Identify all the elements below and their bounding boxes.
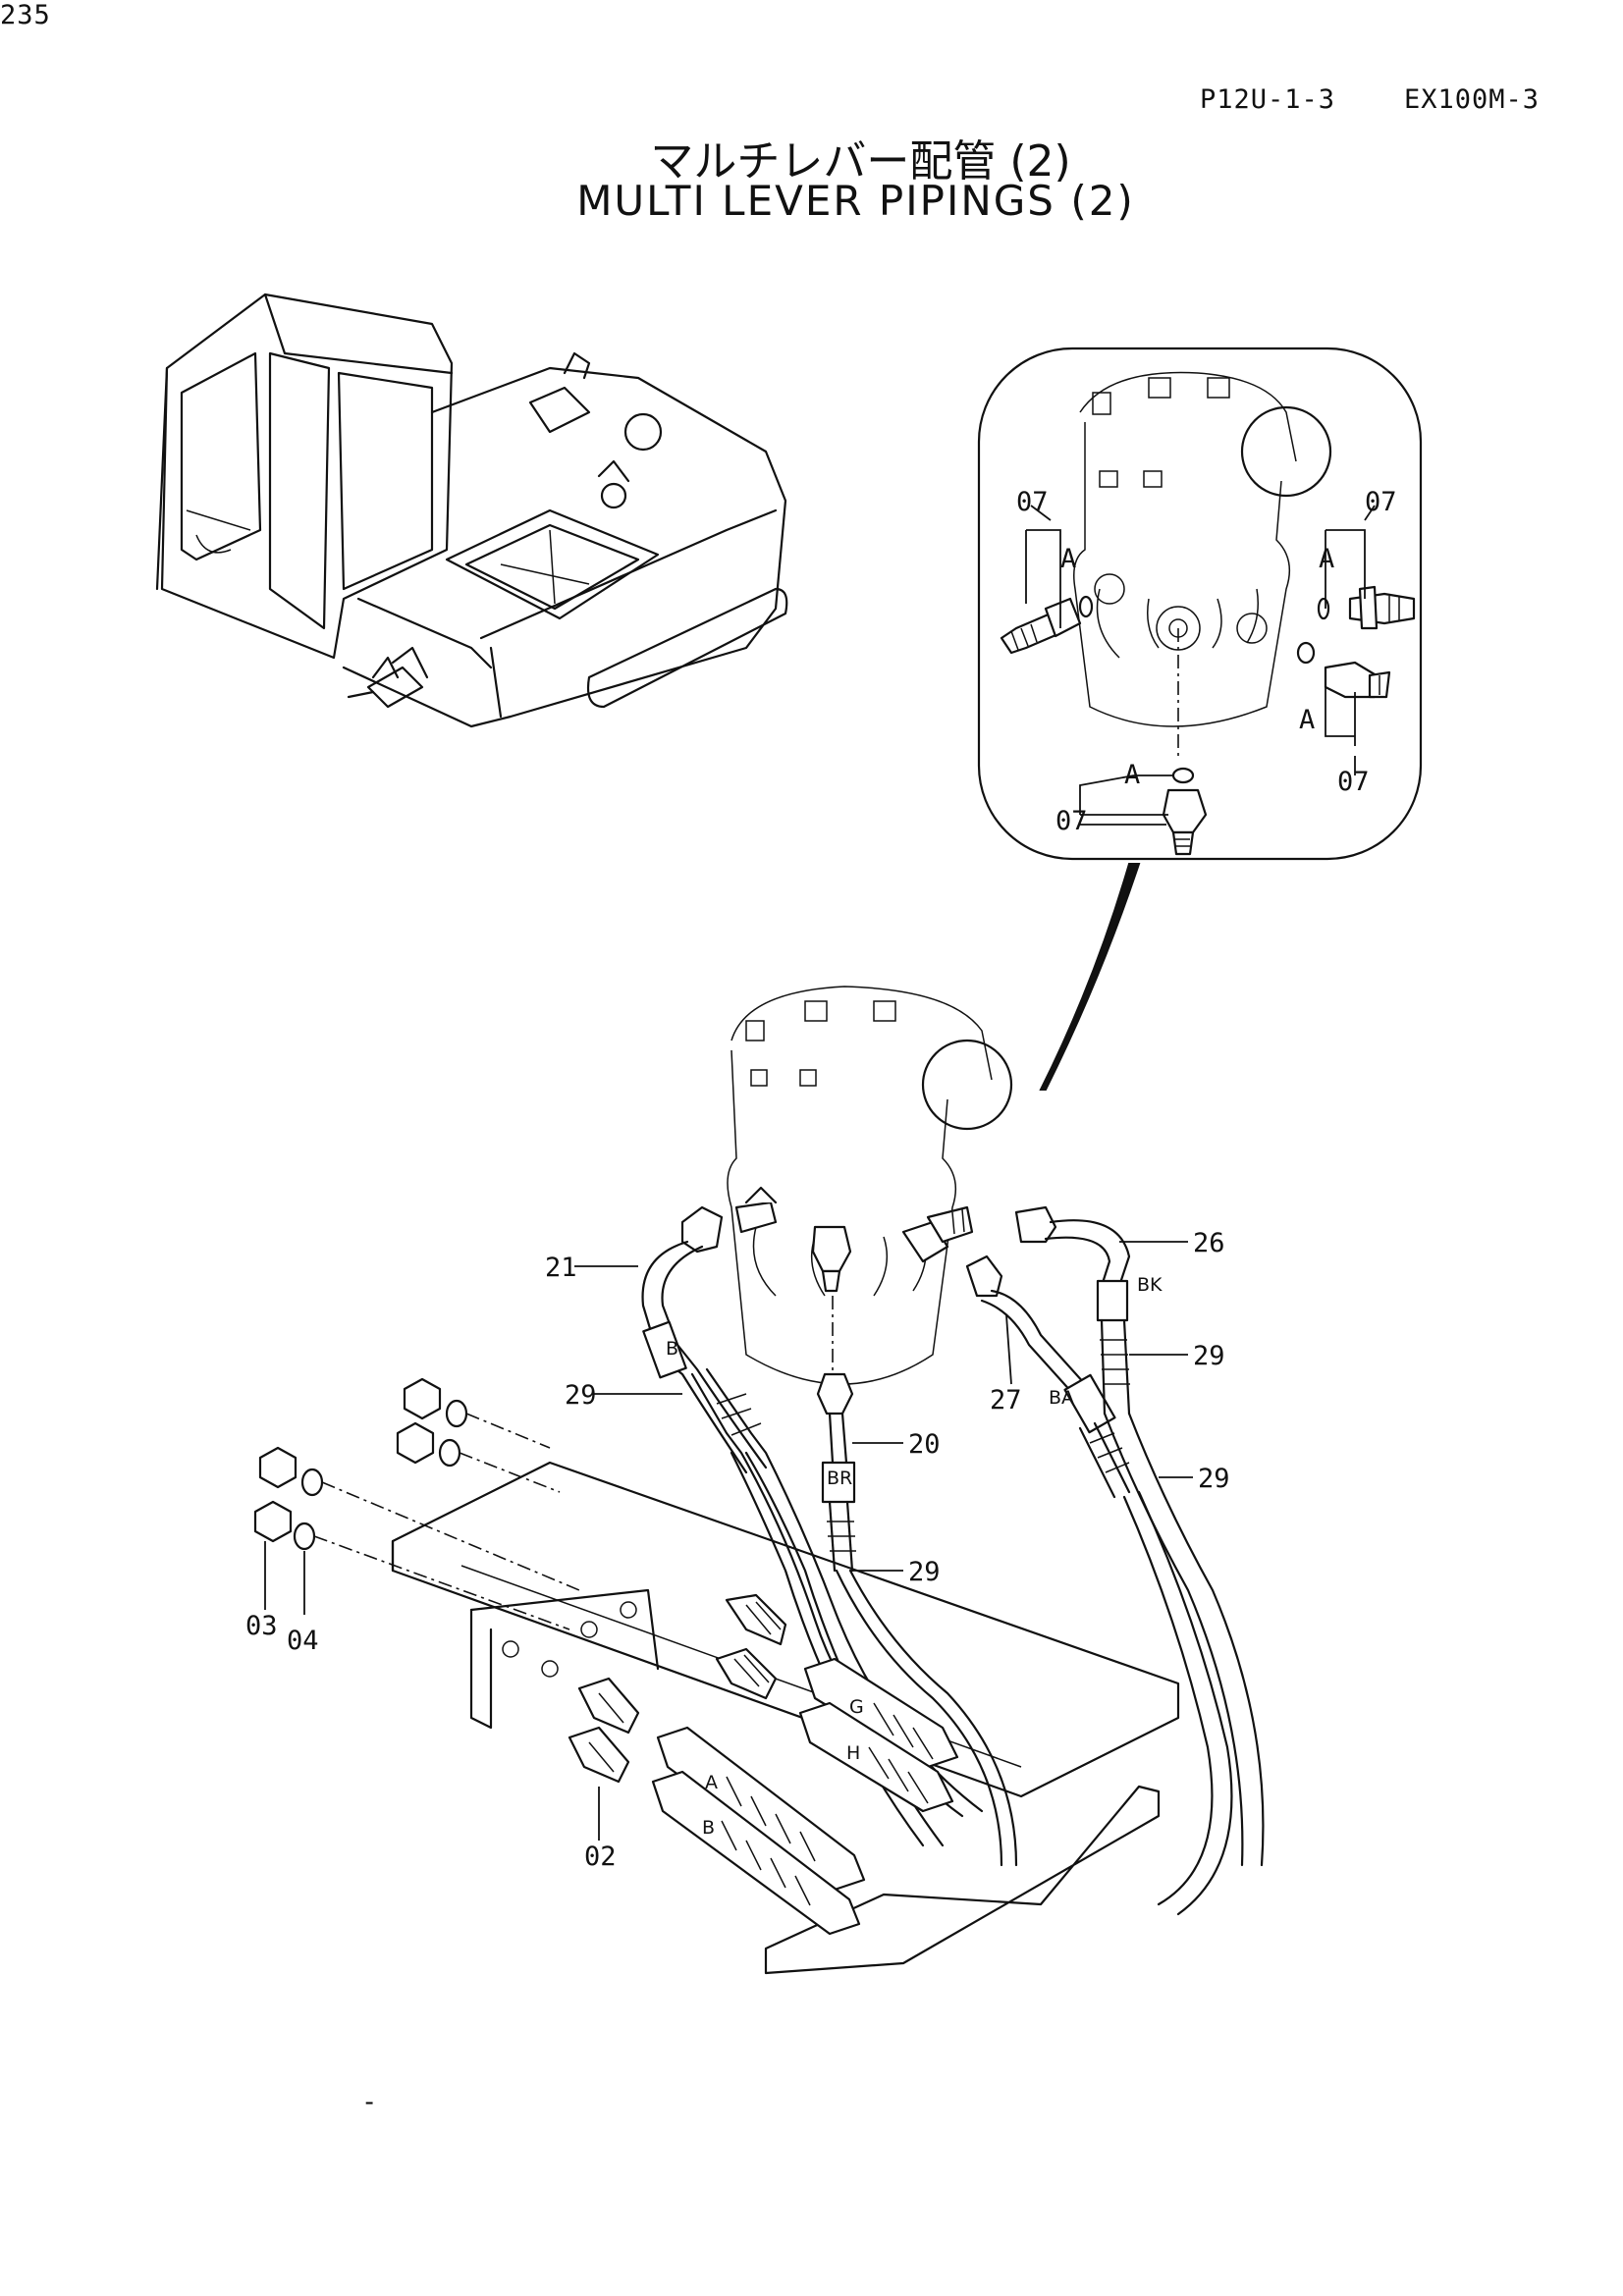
callout-02: 02 (584, 1842, 617, 1872)
callout-04: 04 (287, 1626, 319, 1656)
page-number: 235 (0, 0, 51, 30)
port-mark-a-bottom: A (1124, 760, 1140, 790)
footer-mark: - (361, 2087, 377, 2117)
callout-29-left: 29 (565, 1380, 597, 1411)
fitting-stack (651, 1657, 959, 1936)
hose-mark-br: BR (827, 1468, 852, 1489)
detail-fitting-bottom (1162, 767, 1208, 856)
hose-mark-ba: BA (1049, 1387, 1074, 1409)
fitting-mark-g: G (849, 1696, 864, 1718)
detail-inset: 07 07 07 07 A A A A (977, 347, 1423, 861)
hose-mark-b: B (666, 1338, 678, 1360)
callout-07-detail-right-top: 07 (1365, 487, 1397, 517)
callout-07-detail-right-bottom: 07 (1337, 767, 1370, 797)
title-japanese: マルチレバー配管 (2) (650, 136, 1071, 187)
callout-21: 21 (545, 1253, 577, 1283)
callout-03: 03 (245, 1611, 278, 1641)
callout-07-detail-bottom: 07 (1055, 806, 1088, 836)
port-mark-a-right-top: A (1319, 544, 1334, 574)
fitting-mark-a: A (705, 1772, 718, 1793)
fitting-mark-h: H (846, 1742, 860, 1764)
fitting-mark-b: B (702, 1817, 715, 1839)
detail-fitting-right-mid (1296, 641, 1391, 699)
callout-leaders (264, 1241, 1193, 1841)
callout-27: 27 (990, 1385, 1022, 1415)
callout-20: 20 (908, 1429, 941, 1460)
title-english: MULTI LEVER PIPINGS (2) (576, 177, 1135, 225)
reference-code: P12U-1-3 (1200, 84, 1336, 115)
port-mark-a-left: A (1060, 544, 1076, 574)
callout-07-detail-left: 07 (1016, 487, 1049, 517)
detail-fitting-right-top (1317, 585, 1416, 630)
port-mark-a-right-bottom: A (1299, 705, 1315, 735)
nuts-washers (253, 1377, 580, 1630)
pilot-valve (727, 986, 1013, 1385)
detail-fitting-left (1000, 595, 1094, 655)
hose-mark-bk: BK (1137, 1274, 1163, 1296)
callout-29-center: 29 (908, 1557, 941, 1587)
callout-26: 26 (1193, 1228, 1225, 1258)
callout-29-right-bottom: 29 (1198, 1464, 1230, 1494)
plate-fittings (568, 1593, 787, 1784)
hose-20-29-br (816, 1372, 1018, 1867)
callout-29-right-top: 29 (1193, 1341, 1225, 1371)
model-code: EX100M-3 (1404, 84, 1541, 115)
hose-27-29-ba (965, 1255, 1233, 1916)
detail-leader-tail (1039, 863, 1141, 1091)
hose-26-29-bk (1014, 1205, 1265, 1867)
excavator-overview (155, 293, 788, 728)
